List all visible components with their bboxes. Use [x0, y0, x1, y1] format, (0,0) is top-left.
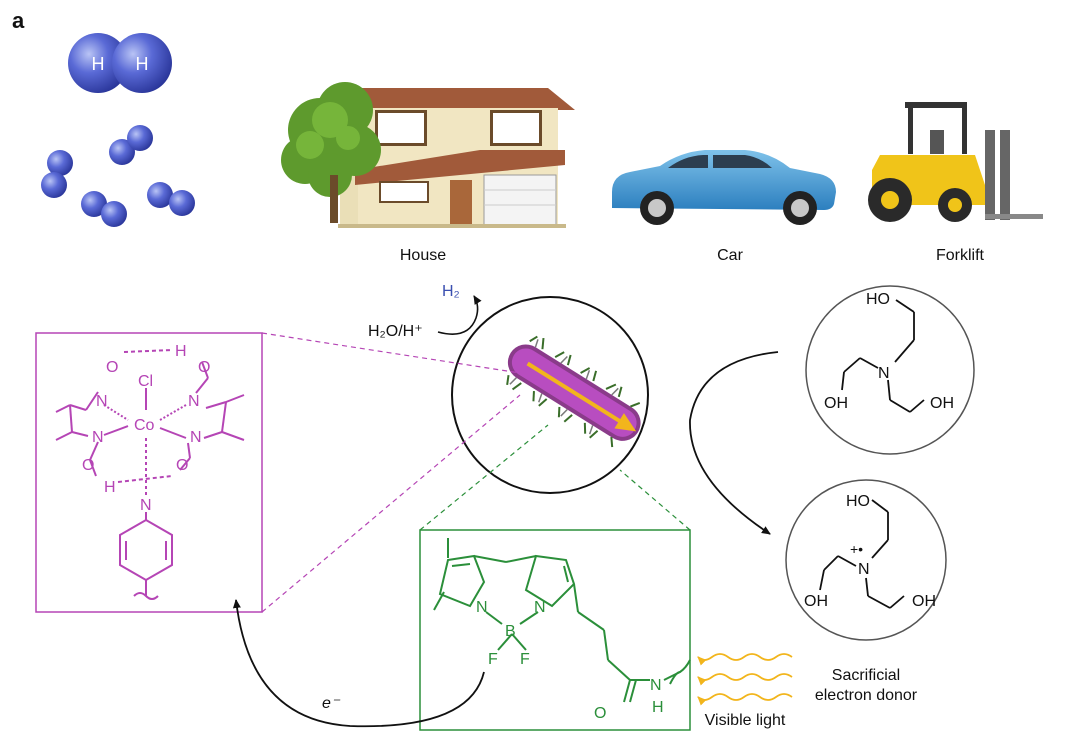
catalyst-zoom-line	[261, 394, 521, 613]
small-h2-molecules-icon	[41, 125, 195, 227]
forklift-icon	[868, 102, 1043, 222]
sensitizer-zoom-line	[419, 424, 549, 531]
h2-molecule-icon: H H	[68, 33, 172, 93]
nanofiber-icon	[506, 335, 641, 448]
visible-light-icon	[697, 653, 793, 706]
atom-label: N	[650, 677, 662, 694]
cobaloxime-structure	[55, 349, 245, 600]
atom-label: N	[878, 365, 890, 382]
atom-label: N	[140, 497, 152, 514]
atom-label: N	[96, 393, 108, 410]
donor-oxidation-arrow	[689, 351, 779, 535]
oxidized-donor-circle	[785, 479, 947, 641]
atom-label: O	[82, 457, 94, 474]
reaction-product-label: H₂	[442, 283, 460, 300]
atom-label: H	[652, 699, 664, 716]
atom-label: OH	[804, 593, 828, 610]
atom-label: Cl	[138, 373, 153, 390]
atom-label: H	[175, 343, 187, 360]
house-label: House	[400, 247, 446, 264]
bodipy-structure	[433, 538, 691, 703]
atom-label: OH	[824, 395, 848, 412]
atom-label: OH	[912, 593, 936, 610]
triethanolamine-radical-cation-structure	[819, 499, 905, 609]
atom-label: N	[190, 429, 202, 446]
atom-label: N	[92, 429, 104, 446]
atom-label: N	[188, 393, 200, 410]
car-icon	[612, 150, 836, 225]
atom-label: O	[106, 359, 118, 376]
h2-evolution-arrow	[437, 295, 482, 335]
photosensitizer-box	[419, 529, 691, 731]
electron-label: e⁻	[322, 695, 341, 712]
atom-label: HO	[866, 291, 890, 308]
atom-label: H	[104, 479, 116, 496]
h-atom-label: H	[136, 54, 149, 74]
atom-label: Co	[134, 417, 155, 434]
forklift-label: Forklift	[936, 247, 985, 264]
atom-label: N	[476, 599, 488, 616]
atom-label: O	[594, 705, 606, 722]
atom-label: HO	[846, 493, 870, 510]
atom-label: N	[534, 599, 546, 616]
reaction-reactant-label: H₂O/H⁺	[368, 323, 423, 340]
charge-label: +•	[850, 541, 863, 557]
atom-label: O	[176, 457, 188, 474]
donor-circle	[805, 285, 975, 455]
atom-label: B	[505, 623, 516, 640]
house-icon	[281, 82, 575, 228]
electron-transfer-arrow	[232, 599, 485, 728]
panel-label: a	[12, 8, 25, 33]
visible-light-label: Visible light	[705, 712, 786, 729]
cobalt-catalyst-box	[35, 332, 263, 613]
atom-label: OH	[930, 395, 954, 412]
catalyst-zoom-line	[261, 332, 521, 374]
atom-label: N	[858, 561, 870, 578]
sensitizer-zoom-line	[619, 469, 691, 531]
atom-label: O	[198, 359, 210, 376]
atom-label: F	[488, 651, 498, 668]
donor-caption-line2: electron donor	[815, 687, 918, 704]
car-label: Car	[717, 247, 743, 264]
h-atom-label: H	[92, 54, 105, 74]
donor-caption-line1: Sacrificial	[832, 667, 900, 684]
atom-label: F	[520, 651, 530, 668]
triethanolamine-structure	[841, 299, 925, 413]
